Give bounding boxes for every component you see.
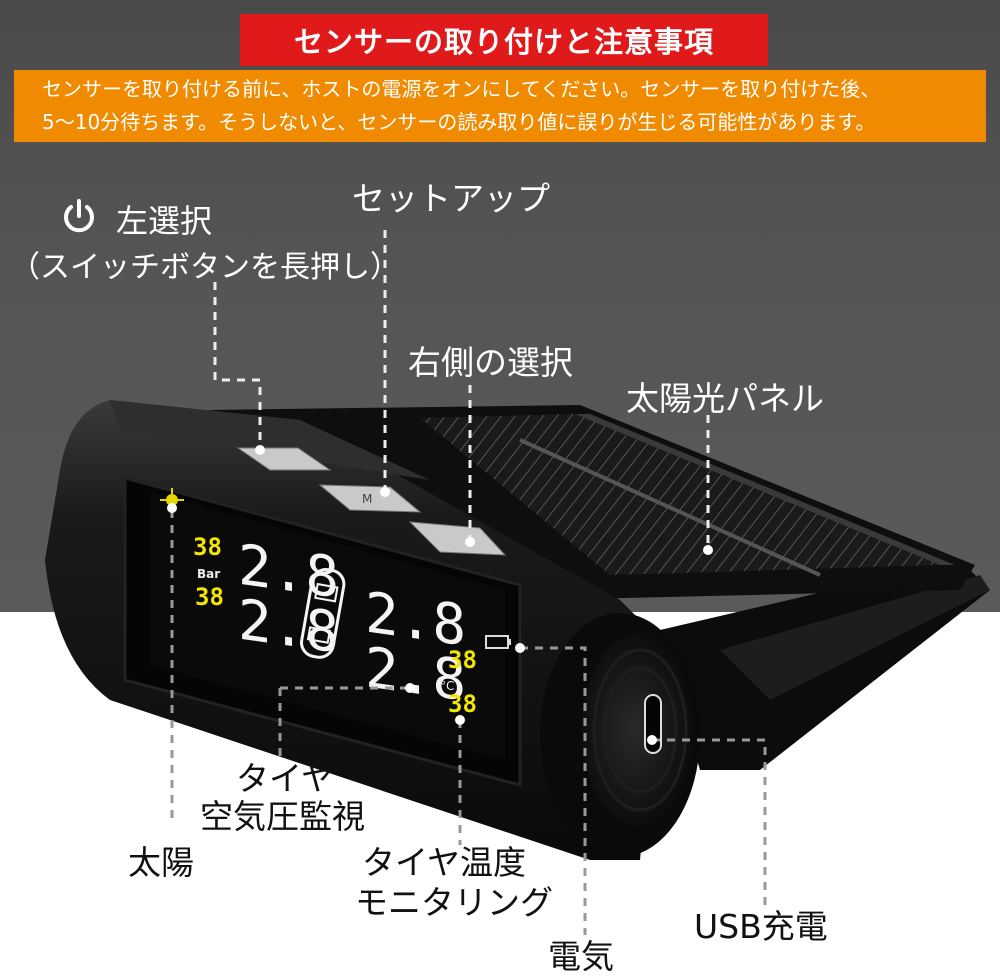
label-setup: セットアップ [352,179,550,218]
car-icon [300,567,346,659]
button-m-label: M [362,492,372,506]
solar-panel [210,405,975,600]
device-end-cap [540,613,700,857]
pressure-rear-left: 2.8 [238,588,339,667]
page-title: センサーの取り付けと注意事項 [240,14,768,66]
notice-line-1: センサーを取り付ける前に、ホストの電源をオンにしてください。センサーを取り付けた… [42,77,881,101]
lcd-screen [123,476,522,787]
label-temp-line1: タイヤ温度 [362,843,527,882]
pressure-front-right: 2.8 [365,581,466,660]
label-tpms-line1: タイヤ [236,759,335,798]
device-buttons: M [236,447,507,556]
battery-icon [485,635,511,649]
unit-bar: Bar [197,567,220,581]
label-right-select: 右側の選択 [408,343,573,382]
temp-front-left: 38 [193,533,222,561]
leader-dots [167,445,713,745]
temp-rear-right: 38 [448,690,477,718]
label-left-select-note: （スイッチボタンを長押し） [10,250,400,285]
notice-box: センサーを取り付ける前に、ホストの電源をオンにしてください。センサーを取り付けた… [14,70,986,142]
label-solar-panel: 太陽光パネル [626,379,824,418]
label-usb: USB充電 [694,907,828,946]
pressure-rear-right: 2.8 [365,636,466,715]
notice-line-2: 5〜10分待ちます。そうしないと、センサーの読み取り値に誤りが生じる可能性があり… [42,110,876,134]
label-tpms-line2: 空気圧監視 [200,797,365,836]
power-icon [64,199,94,233]
label-power: 電気 [548,937,614,976]
leader-lines [170,230,767,935]
sun-icon [160,488,184,506]
unit-temp: °C [440,679,454,693]
temp-front-right: 38 [448,646,477,674]
temp-rear-left: 38 [195,583,224,611]
label-left-select: 左選択 [116,202,213,240]
label-sun: 太陽 [128,843,194,882]
label-temp-line2: モニタリング [355,883,553,922]
